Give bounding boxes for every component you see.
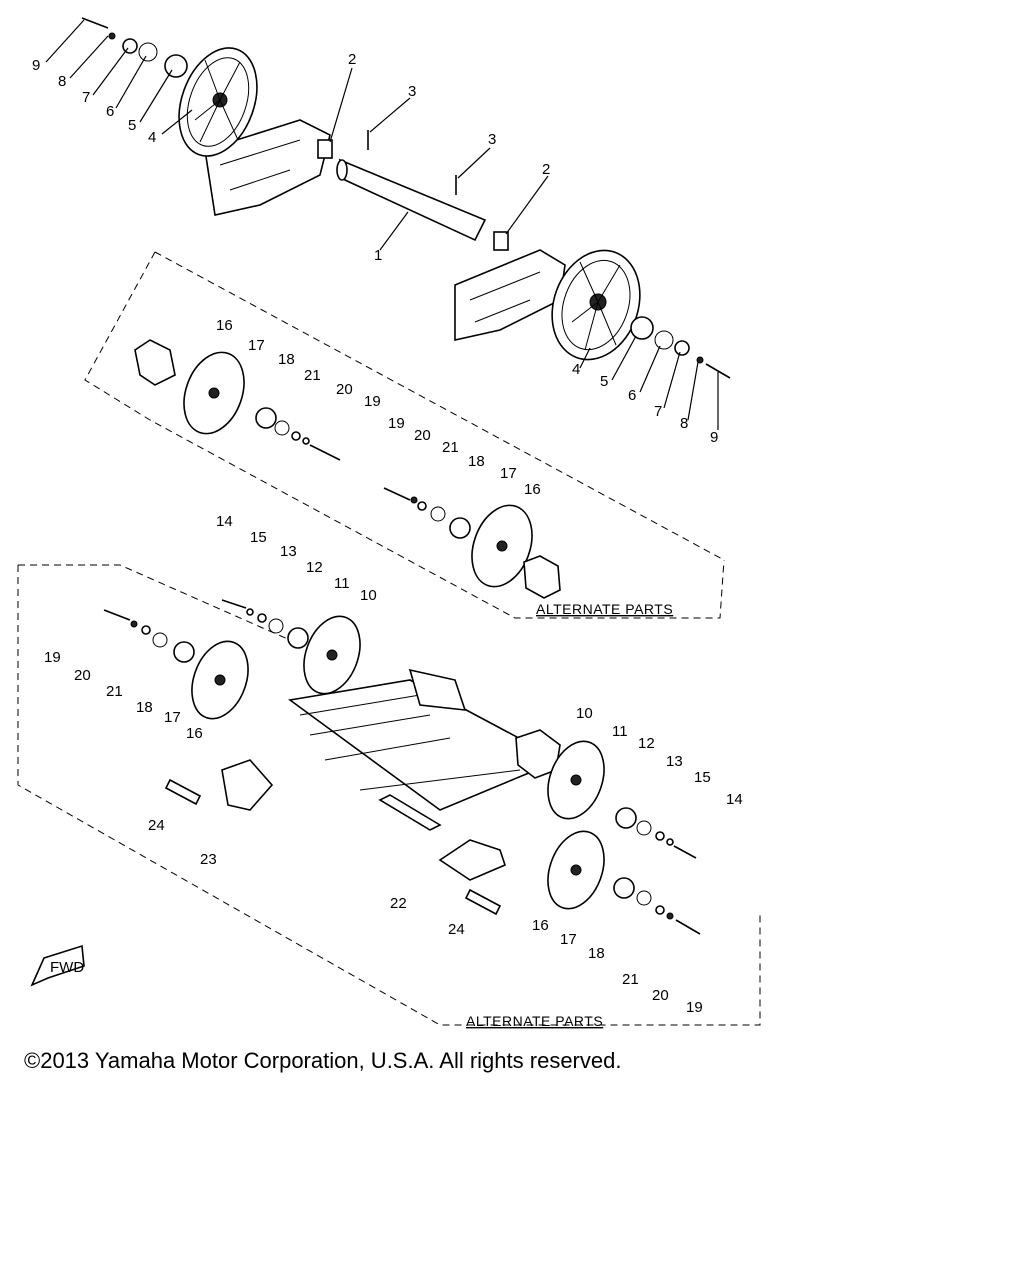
callout-4b: 4: [572, 361, 580, 378]
callout-17a: 17: [248, 337, 265, 354]
callout-12b: 12: [638, 735, 655, 752]
alternate-parts-label-top: ALTERNATE PARTS: [536, 601, 673, 617]
callout-16c: 16: [186, 725, 203, 742]
callout-20c: 20: [74, 667, 91, 684]
callout-21a: 21: [304, 367, 321, 384]
exploded-parts-diagram: 9 8 7 6 5 4 2 3 3 2 1 4 5 6 7 8 9 16 17 …: [17, 17, 761, 1029]
callout-19d: 19: [686, 999, 703, 1016]
callout-7: 7: [82, 89, 90, 106]
callout-21b: 21: [442, 439, 459, 456]
callout-15b: 15: [694, 769, 711, 786]
callout-18c: 18: [136, 699, 153, 716]
callout-13a: 13: [280, 543, 297, 560]
callout-labels: 9 8 7 6 5 4 2 3 3 2 1 4 5 6 7 8 9 16 17 …: [32, 51, 743, 1029]
callout-18b: 18: [468, 453, 485, 470]
callout-9b: 9: [710, 429, 718, 446]
callout-8b: 8: [680, 415, 688, 432]
callout-15a: 15: [250, 529, 267, 546]
callout-1: 1: [374, 247, 382, 264]
callout-22: 22: [390, 895, 407, 912]
callout-5: 5: [128, 117, 136, 134]
callout-21d: 21: [622, 971, 639, 988]
fwd-label: FWD: [50, 959, 84, 976]
copyright-notice: ©2013 Yamaha Motor Corporation, U.S.A. A…: [24, 1048, 622, 1073]
callout-10b: 10: [576, 705, 593, 722]
alternate-parts-label-bottom: ALTERNATE PARTS: [466, 1013, 603, 1029]
callout-24a: 24: [148, 817, 165, 834]
callout-14a: 14: [216, 513, 233, 530]
callout-18d: 18: [588, 945, 605, 962]
callout-7b: 7: [654, 403, 662, 420]
callout-3b: 3: [488, 131, 496, 148]
callout-16b: 16: [524, 481, 541, 498]
callout-19a: 19: [364, 393, 381, 410]
callout-6: 6: [106, 103, 114, 120]
callout-20b: 20: [414, 427, 431, 444]
callout-19c: 19: [44, 649, 61, 666]
callout-12a: 12: [306, 559, 323, 576]
callout-10a: 10: [360, 587, 377, 604]
callout-24b: 24: [448, 921, 465, 938]
callout-2: 2: [348, 51, 356, 68]
callout-8: 8: [58, 73, 66, 90]
callout-16a: 16: [216, 317, 233, 334]
callout-17b: 17: [500, 465, 517, 482]
leader-lines: [45, 19, 719, 430]
callout-20d: 20: [652, 987, 669, 1004]
callout-14b: 14: [726, 791, 743, 808]
callout-23: 23: [200, 851, 217, 868]
fwd-arrow-icon: FWD: [30, 944, 85, 987]
middle-alternate-parts: [84, 251, 725, 619]
callout-11b: 11: [612, 723, 628, 740]
callout-20a: 20: [336, 381, 353, 398]
callout-6b: 6: [628, 387, 636, 404]
callout-18a: 18: [278, 351, 295, 368]
callout-16d: 16: [532, 917, 549, 934]
lower-frame-assembly: [17, 564, 761, 1026]
callout-4: 4: [148, 129, 156, 146]
upper-axle-assembly: [81, 17, 731, 379]
callout-2b: 2: [542, 161, 550, 178]
callout-21c: 21: [106, 683, 123, 700]
callout-3: 3: [408, 83, 416, 100]
callout-13b: 13: [666, 753, 683, 770]
callout-11a: 11: [334, 575, 350, 592]
callout-17d: 17: [560, 931, 577, 948]
callout-19b: 19: [388, 415, 405, 432]
callout-5b: 5: [600, 373, 608, 390]
callout-17c: 17: [164, 709, 181, 726]
callout-9: 9: [32, 57, 40, 74]
